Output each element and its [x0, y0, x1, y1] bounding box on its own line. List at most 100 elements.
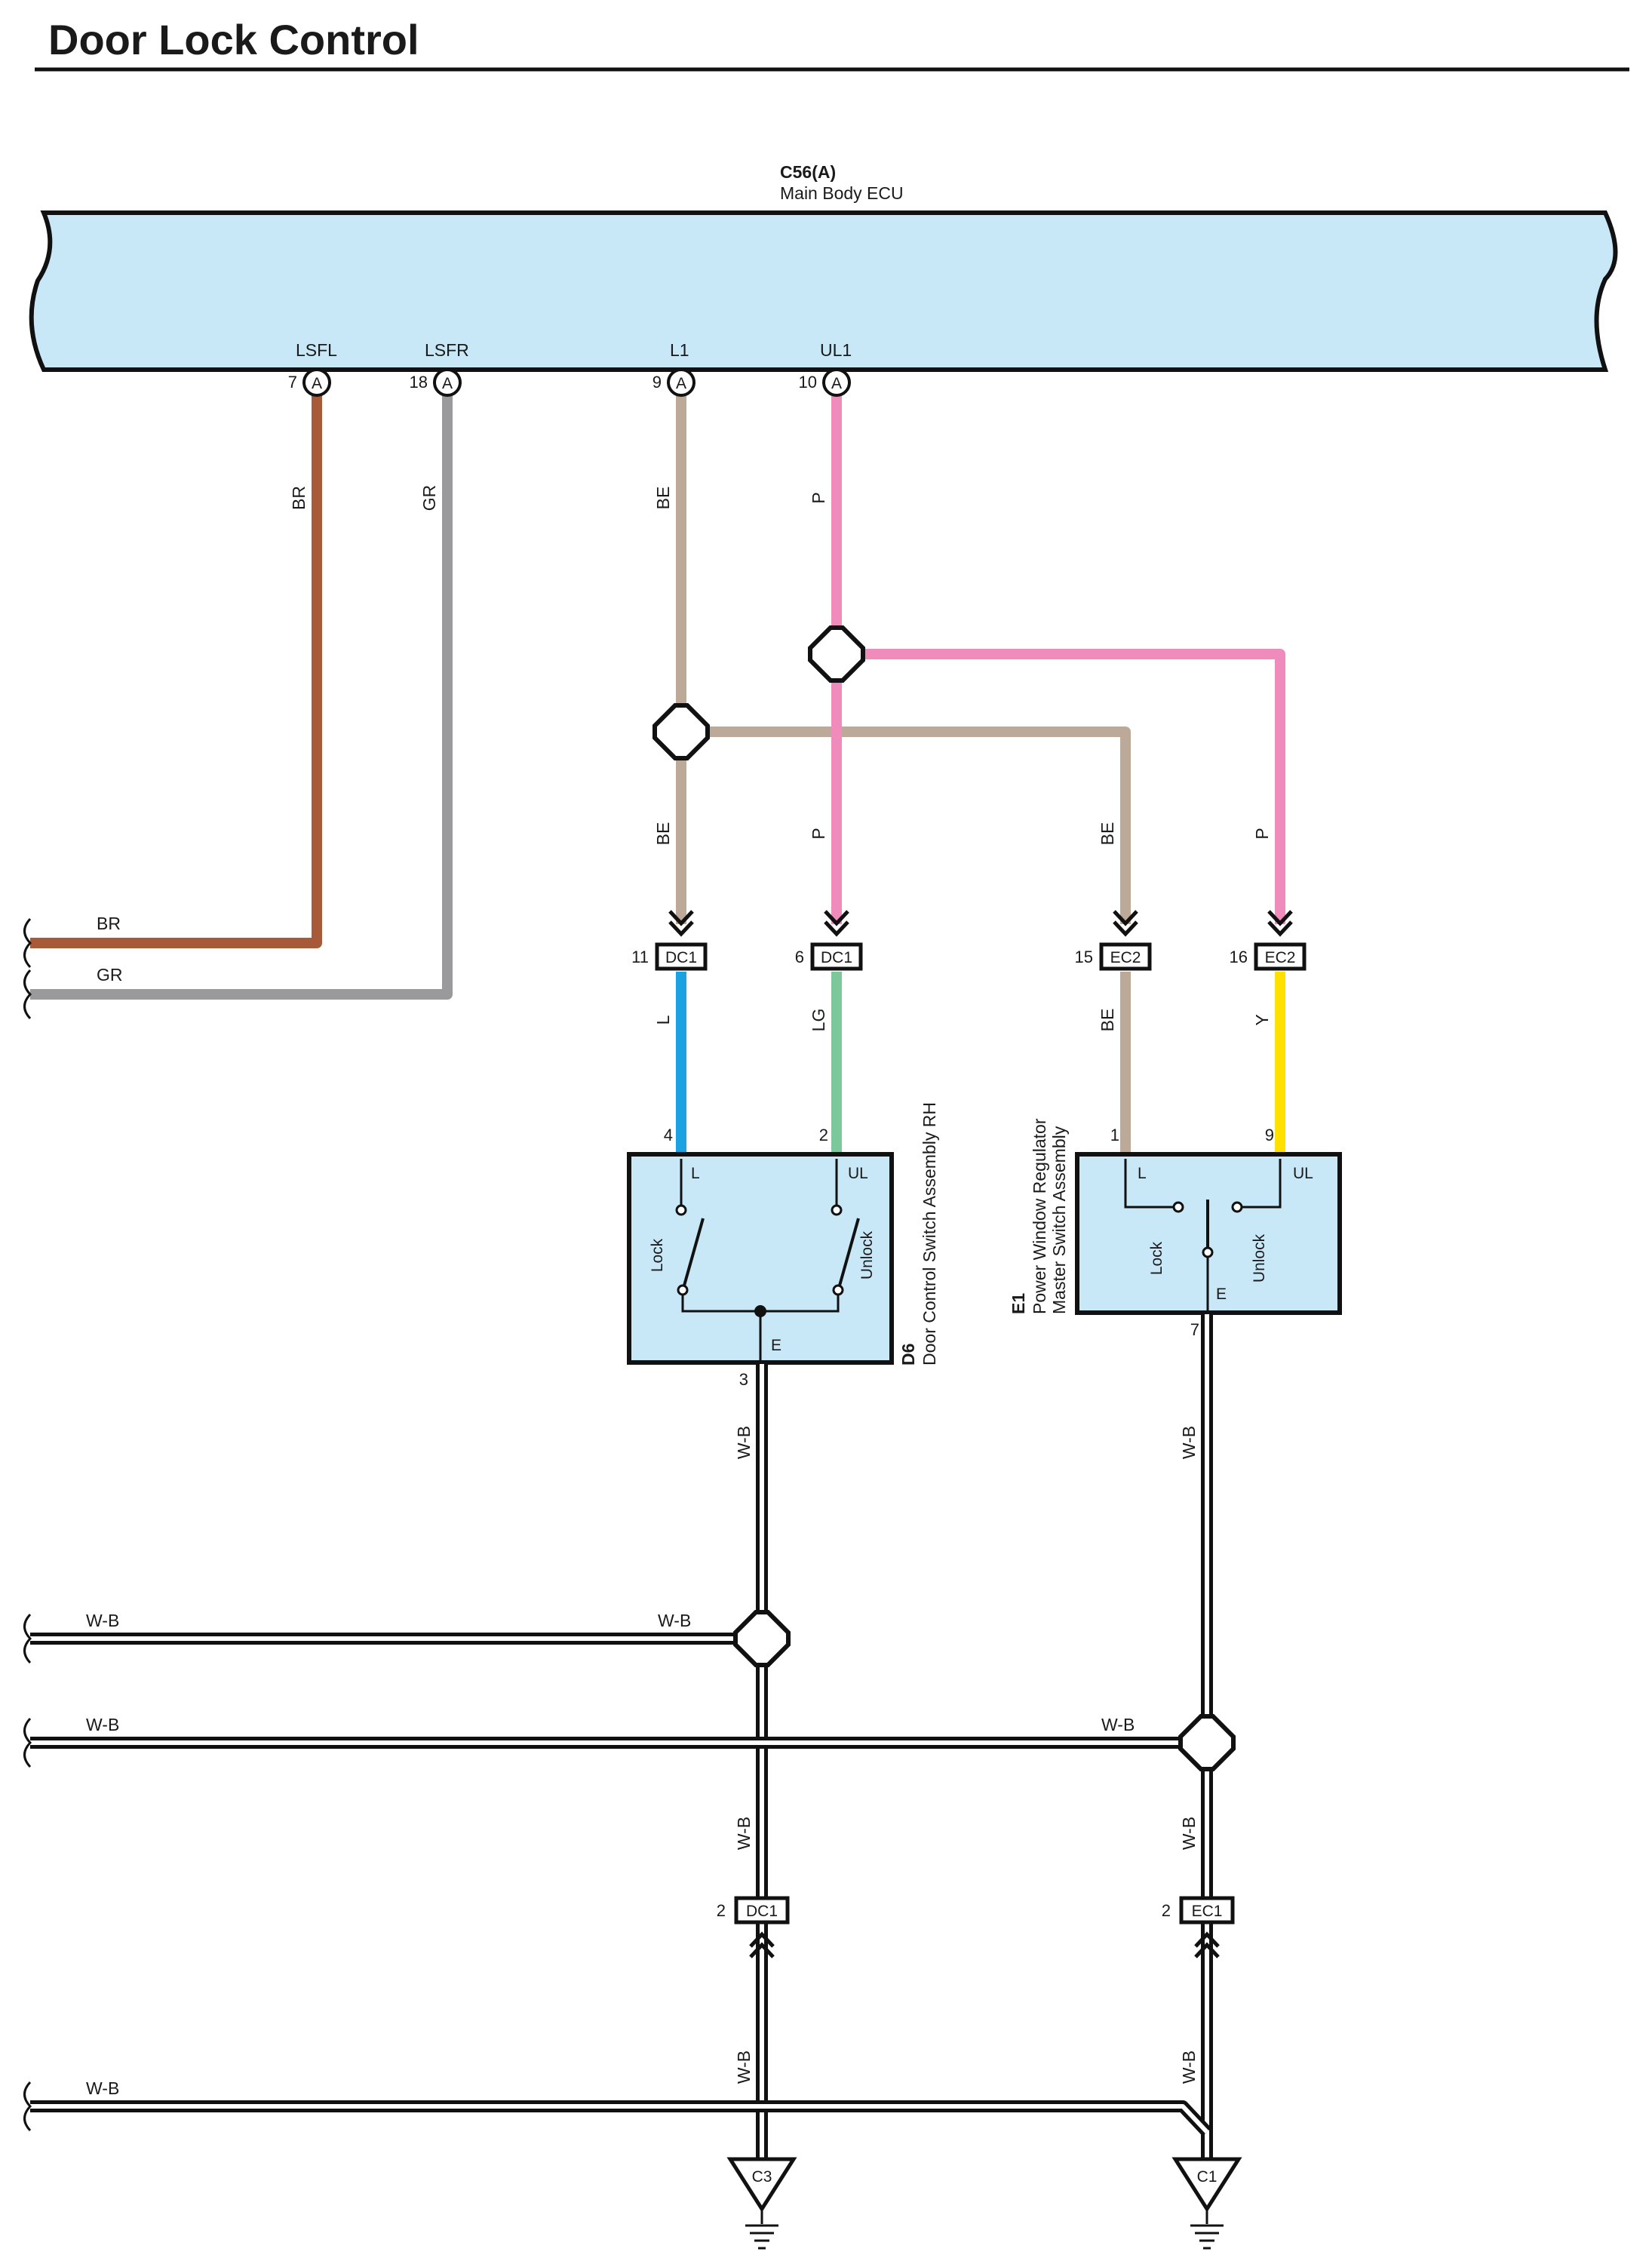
ecu-pin-name-l1: L1 [670, 340, 689, 360]
wire-label-wb-low-right: W-B [1179, 2051, 1199, 2084]
wire-label-left-gr: GR [97, 965, 123, 985]
wire-label-wb-row2-right: W-B [1101, 1715, 1135, 1734]
d6-terminal-e: E [771, 1337, 781, 1354]
wire-label-wb-row1-left: W-B [86, 1611, 119, 1630]
e1-name-line2: Master Switch Assembly [1049, 1126, 1069, 1314]
d6-pin-ul: 2 [819, 1126, 828, 1144]
ecu-pin-lsfr: A 18 [410, 368, 462, 397]
svg-text:C1: C1 [1197, 2168, 1218, 2186]
page-title: Door Lock Control [48, 16, 419, 63]
ground-c1: C1 [1171, 2157, 1242, 2250]
ecu-name: Main Body ECU [780, 183, 904, 203]
svg-text:DC1: DC1 [746, 1903, 778, 1920]
ground-c3: C3 [726, 2157, 797, 2250]
svg-text:EC1: EC1 [1192, 1903, 1223, 1920]
ecu-pin-num-lsfl: 7 [288, 373, 297, 392]
wire-label-br: BR [289, 486, 309, 510]
wire-label-wb-d6: W-B [734, 1426, 754, 1459]
wire-label-wb-row3: W-B [86, 2078, 119, 2098]
svg-text:DC1: DC1 [665, 949, 697, 966]
main-body-ecu: C56(A) Main Body ECU LSFL LSFR L1 UL1 [29, 162, 1618, 372]
wire-label-wb-row2-left: W-B [86, 1715, 119, 1734]
wire-br [30, 392, 322, 948]
wire-label-gr: GR [419, 485, 439, 511]
svg-text:2: 2 [1162, 1901, 1171, 1920]
wire-label-be-e1: BE [1098, 1009, 1117, 1032]
d6-pin-l: 4 [664, 1126, 673, 1144]
svg-text:2: 2 [717, 1901, 726, 1920]
e1-terminal-l: L [1138, 1165, 1147, 1182]
wire-label-wb-mid-right: W-B [1179, 1817, 1199, 1850]
splice-be [653, 703, 710, 760]
break-mark-wb-3 [23, 2081, 32, 2132]
d6-switch-assembly: 4 2 L UL Lock Unlock E 3 D6 Door Control… [627, 1102, 939, 1389]
wire-label-l: L [653, 1015, 673, 1025]
connector-ec1-2: EC1 2 [1162, 1896, 1235, 1958]
splice-p [808, 625, 865, 683]
svg-text:A: A [442, 375, 453, 392]
svg-text:C3: C3 [752, 2168, 772, 2186]
e1-code: E1 [1009, 1293, 1028, 1314]
wire-p-branch [837, 649, 1285, 924]
e1-switch-assembly: 1 9 L UL Lock Unlock E 7 E1 Power Window… [1009, 1118, 1342, 1339]
e1-terminal-ul: UL [1293, 1165, 1313, 1182]
wire-be-branch [681, 727, 1131, 924]
break-mark-wb-2 [23, 1717, 32, 1768]
ecu-pin-name-lsfl: LSFL [296, 340, 337, 360]
wire-gr [30, 392, 453, 1000]
ecu-pin-name-ul1: UL1 [820, 340, 852, 360]
splice-wb-1 [733, 1610, 791, 1667]
d6-unlock-contact [838, 1218, 860, 1286]
ecu-pin-ul1: A 10 [799, 368, 851, 397]
e1-name-line1: Power Window Regulator [1030, 1118, 1049, 1314]
ground-wiring [30, 1314, 1213, 2173]
connector-ec2-16: EC2 16 [1230, 910, 1307, 971]
d6-label-unlock: Unlock [858, 1230, 876, 1279]
connector-ec2-15: EC2 15 [1075, 910, 1152, 971]
svg-text:6: 6 [795, 948, 804, 966]
svg-text:15: 15 [1075, 948, 1093, 966]
ecu-pin-num-l1: 9 [653, 373, 662, 392]
wire-label-wb-mid-left: W-B [734, 1817, 754, 1850]
wire-label-be-down: BE [653, 822, 673, 846]
wire-label-wb-e1: W-B [1179, 1426, 1199, 1459]
wire-label-be-l1: BE [653, 487, 673, 510]
wire-label-left-br: BR [97, 914, 121, 933]
e1-pin-ul: 9 [1265, 1126, 1274, 1144]
svg-text:A: A [831, 375, 842, 392]
d6-terminal-ul: UL [848, 1165, 868, 1182]
ecu-pin-l1: A 9 [653, 368, 695, 397]
ecu-pin-lsfl: A 7 [288, 368, 331, 397]
splice-wb-2 [1178, 1714, 1236, 1771]
ecu-code: C56(A) [780, 162, 836, 182]
svg-text:A: A [312, 375, 322, 392]
e1-label-lock: Lock [1148, 1241, 1165, 1275]
e1-terminal-e: E [1216, 1286, 1227, 1303]
svg-text:DC1: DC1 [821, 949, 852, 966]
ecu-pin-name-lsfr: LSFR [425, 340, 469, 360]
svg-text:11: 11 [631, 948, 649, 966]
d6-code: D6 [898, 1344, 918, 1366]
break-mark-gr [23, 969, 32, 1020]
wire-label-p-ul1: P [809, 492, 828, 503]
wire-label-wb-low-left: W-B [734, 2051, 754, 2084]
ecu-body [29, 210, 1618, 372]
break-mark-br [23, 917, 32, 969]
ecu-pin-num-ul1: 10 [799, 373, 817, 392]
connector-dc1-6: DC1 6 [795, 910, 863, 971]
wire-label-be-branch: BE [1098, 822, 1117, 846]
wire-label-y: Y [1252, 1014, 1272, 1025]
svg-text:16: 16 [1230, 948, 1248, 966]
wire-label-p-down: P [809, 828, 828, 839]
d6-lock-contact [683, 1218, 705, 1286]
svg-text:EC2: EC2 [1110, 949, 1141, 966]
wire-label-wb-row1-right: W-B [658, 1611, 691, 1630]
d6-name: Door Control Switch Assembly RH [920, 1102, 939, 1366]
d6-label-lock: Lock [649, 1238, 666, 1272]
e1-label-unlock: Unlock [1251, 1233, 1268, 1283]
d6-terminal-l: L [691, 1165, 700, 1182]
d6-pin-e: 3 [739, 1370, 748, 1389]
wire-label-lg: LG [809, 1009, 828, 1032]
break-mark-wb-1 [23, 1613, 32, 1664]
